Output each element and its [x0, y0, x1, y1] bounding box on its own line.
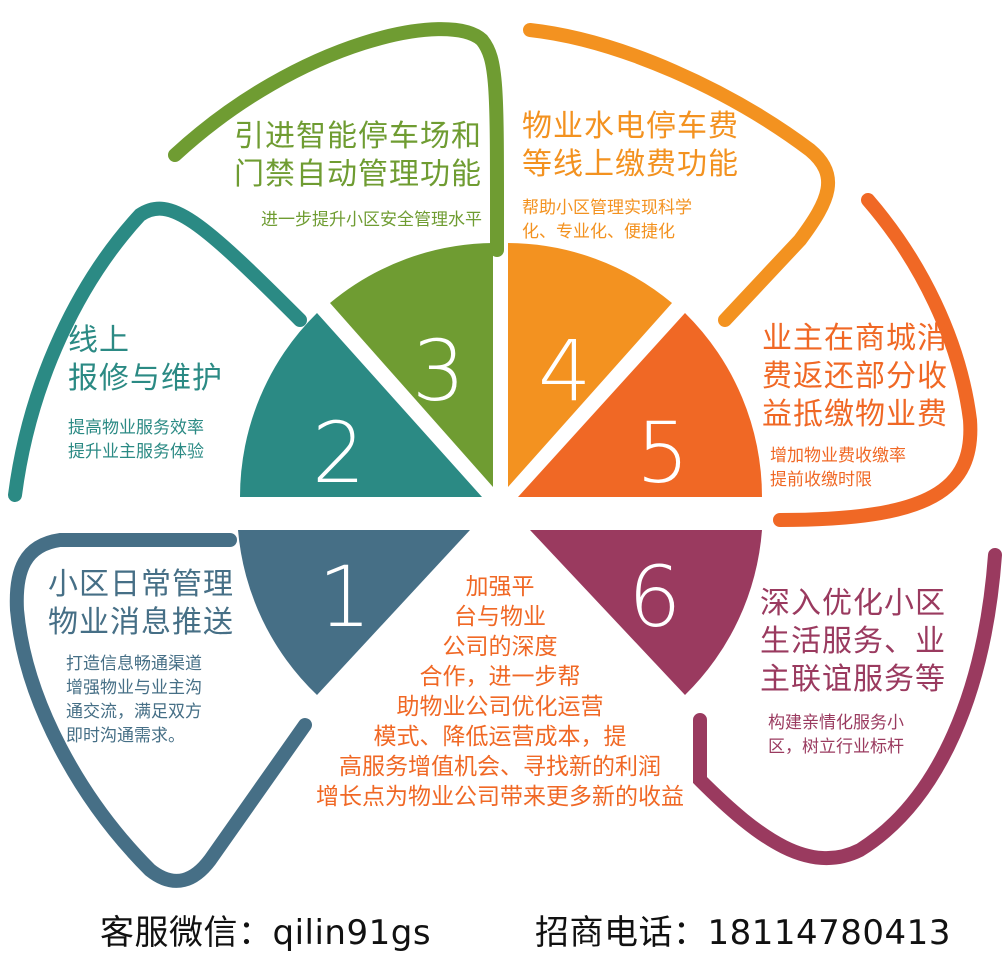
arc-1	[9, 533, 312, 888]
segment-number-5: 5	[636, 404, 690, 502]
segment-1-subtitle-line: 增强物业与业主沟	[66, 678, 202, 698]
segment-1-text: 小区日常管理 物业消息推送 打造信息畅通渠道 增强物业与业主沟 通交流，满足双方…	[48, 566, 234, 748]
wedge-2	[239, 313, 482, 497]
wedge-3	[330, 243, 493, 487]
segment-5-title-line: 益抵缴物业费	[762, 397, 948, 432]
center-line: 公司的深度	[442, 634, 558, 660]
segment-2-text: 线上 报修与维护 提高物业服务效率 提升业主服务体验	[68, 322, 223, 464]
arc-4	[523, 23, 835, 327]
center-line: 模式、降低运营成本，提	[373, 724, 627, 750]
center-description: 加强平 台与物业 公司的深度 合作，进一步帮 助物业公司优化运营 模式、降低运营…	[260, 572, 740, 812]
center-line: 台与物业	[454, 604, 546, 630]
arc-6	[693, 548, 1002, 866]
center-line: 助物业公司优化运营	[396, 694, 604, 720]
wedge-5	[518, 313, 762, 497]
arc-5	[773, 193, 978, 527]
segment-3-title-line: 门禁自动管理功能	[234, 157, 482, 192]
arc-3	[168, 22, 505, 257]
segment-number-1: 1	[318, 548, 372, 646]
segment-2-subtitle-line: 提升业主服务体验	[68, 442, 204, 462]
segment-1-title-line: 物业消息推送	[48, 605, 234, 640]
segment-5-text: 业主在商城消 费返还部分收 益抵缴物业费 增加物业费收缴率 提前收缴时限	[762, 320, 948, 492]
segment-2-title-line: 线上	[68, 323, 130, 358]
segment-5-subtitle-line: 提前收缴时限	[770, 470, 872, 490]
center-line: 增长点为物业公司带来更多新的收益	[316, 784, 684, 810]
segment-4-subtitle-line: 化、专业化、便捷化	[522, 222, 675, 242]
segment-6-subtitle-line: 构建亲情化服务小	[768, 713, 904, 733]
wechat-contact: 客服微信：qilin91gs	[100, 913, 432, 953]
pie-wedges	[238, 243, 762, 695]
phone-contact: 招商电话：18114780413	[535, 913, 951, 953]
arc-2	[8, 201, 307, 502]
segment-3-subtitle: 进一步提升小区安全管理水平	[261, 210, 482, 230]
segment-6-title-line: 生活服务、业	[760, 624, 946, 659]
segment-6-text: 深入优化小区 生活服务、业 主联谊服务等 构建亲情化服务小 区，树立行业标杆	[760, 585, 946, 759]
segment-6-title-line: 深入优化小区	[760, 586, 946, 621]
segment-4-title-line: 等线上缴费功能	[522, 147, 739, 182]
center-line: 加强平	[465, 574, 535, 600]
segment-2-subtitle-line: 提高物业服务效率	[68, 418, 204, 438]
segment-6-subtitle-line: 区，树立行业标杆	[768, 737, 904, 757]
segment-5-subtitle-line: 增加物业费收缴率	[770, 446, 906, 466]
segment-number-4: 4	[538, 322, 592, 420]
segment-4-text: 物业水电停车费 等线上缴费功能 帮助小区管理实现科学 化、专业化、便捷化	[522, 108, 739, 244]
segment-number-6: 6	[628, 548, 682, 646]
segment-1-subtitle-line: 打造信息畅通渠道	[66, 654, 202, 674]
wedge-1	[238, 530, 470, 695]
segment-1-subtitle-line: 即时沟通需求。	[66, 726, 185, 746]
segment-4-subtitle-line: 帮助小区管理实现科学	[522, 198, 692, 218]
segment-2-title-line: 报修与维护	[68, 361, 223, 396]
segment-6-title-line: 主联谊服务等	[760, 662, 946, 697]
segment-number-3: 3	[412, 322, 466, 420]
center-line: 高服务增值机会、寻找新的利润	[339, 754, 661, 780]
segment-4-title-line: 物业水电停车费	[522, 109, 739, 144]
segment-1-subtitle-line: 通交流，满足双方	[66, 702, 202, 722]
wedge-6	[530, 530, 762, 695]
center-line: 合作，进一步帮	[419, 664, 581, 690]
segment-3-text: 引进智能停车场和 门禁自动管理功能 进一步提升小区安全管理水平	[232, 118, 482, 232]
segment-number-2: 2	[312, 404, 366, 502]
segment-3-title-line: 引进智能停车场和	[234, 119, 482, 154]
segment-5-title-line: 业主在商城消	[762, 321, 948, 356]
segment-5-title-line: 费返还部分收	[762, 359, 948, 394]
segment-1-title-line: 小区日常管理	[48, 567, 234, 602]
wedge-4	[508, 243, 672, 487]
